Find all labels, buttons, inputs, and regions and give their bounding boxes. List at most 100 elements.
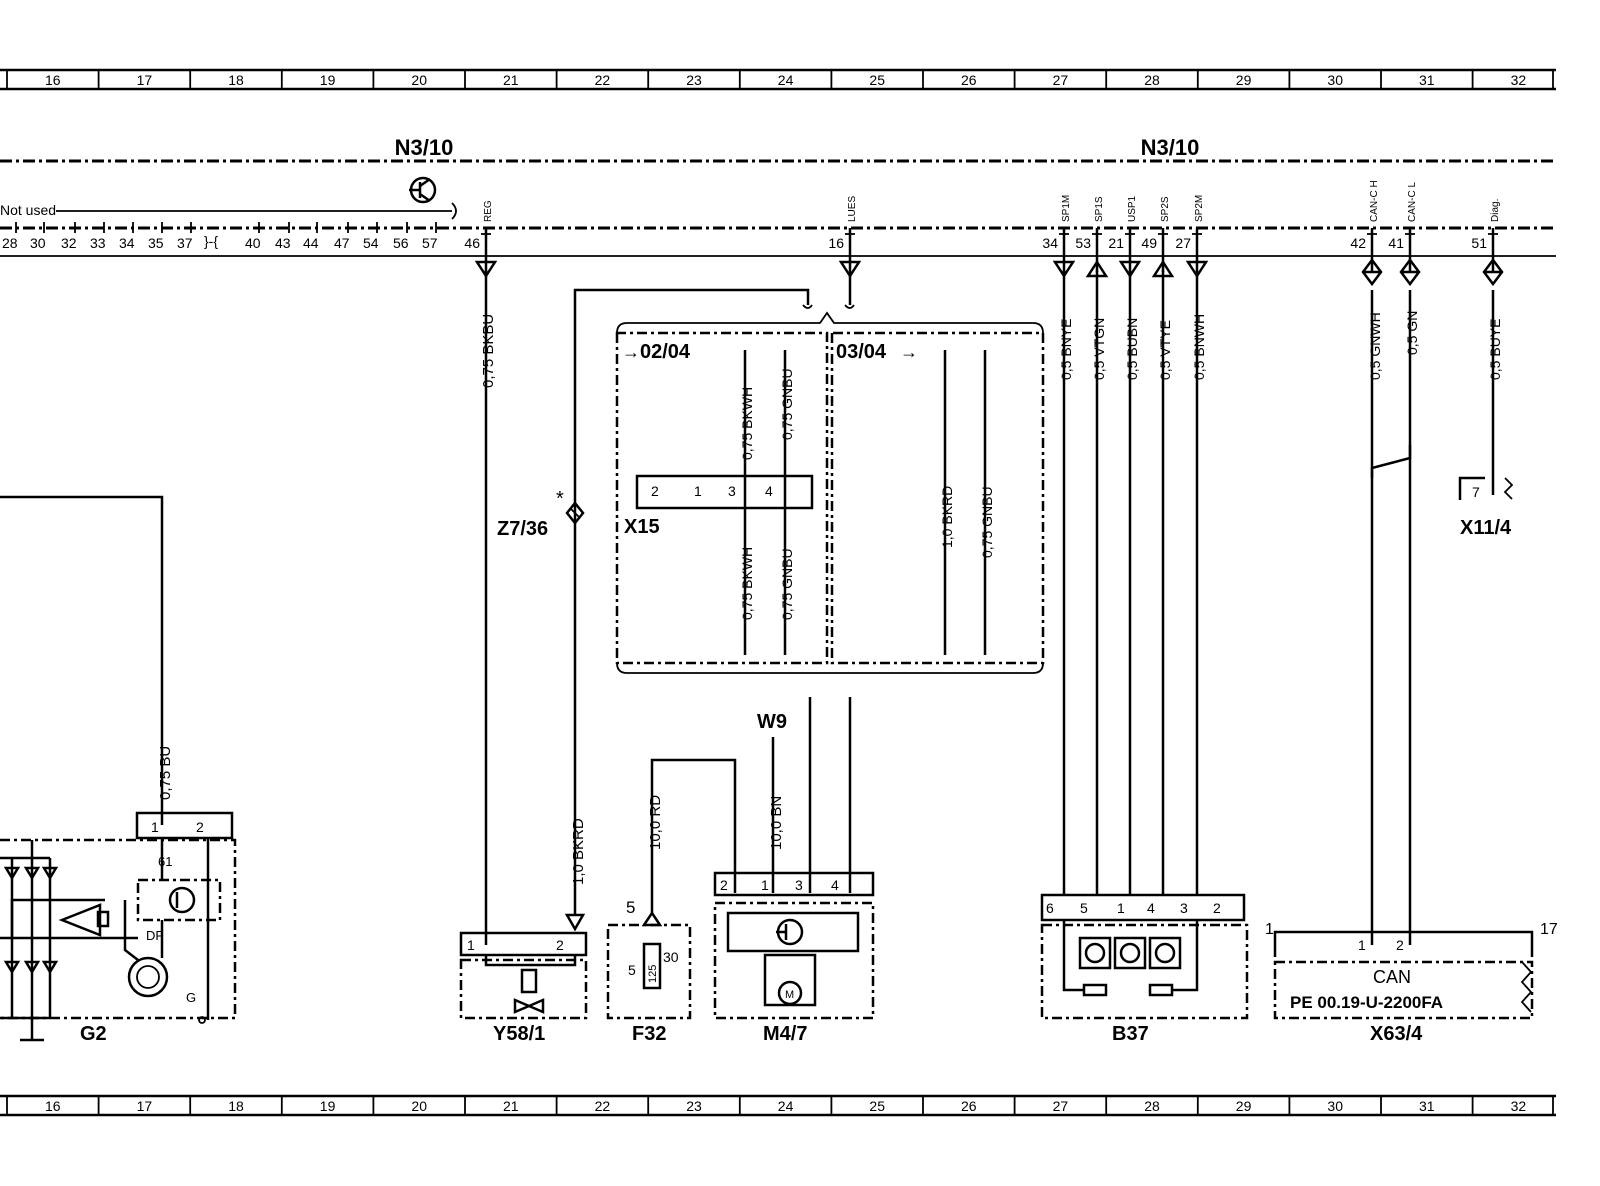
m47-label: M4/7 (763, 1023, 807, 1045)
g2-pin1: 1 (151, 819, 159, 835)
not-used-bracket-end (451, 202, 457, 220)
unused-pin-label: 33 (90, 235, 106, 251)
grid-column-label: 29 (1236, 1098, 1252, 1114)
b37-sensor-icons (1062, 920, 1199, 997)
g2-g: G (186, 990, 196, 1005)
grid-column-label: 25 (869, 1098, 885, 1114)
module-label-left: N3/10 (395, 135, 454, 160)
pin-signal: SP1M (1061, 195, 1072, 222)
grid-column-label: 22 (595, 72, 611, 88)
unused-pin-label: 57 (422, 235, 438, 251)
wire-label-bn10: 10,0 BN (768, 796, 785, 850)
f32-pin5: 5 (628, 962, 636, 978)
m47-pin3: 3 (795, 877, 803, 893)
pin-number: 34 (1042, 235, 1058, 251)
m47-body (713, 901, 875, 1020)
m47-pin1: 1 (761, 877, 769, 893)
f32-pin30: 30 (663, 949, 679, 965)
wire-label-buye: 0,5 BUYE (1487, 319, 1503, 380)
unused-pin-label: 40 (245, 235, 261, 251)
grid-column-label: 26 (961, 72, 977, 88)
grid-column-label: 28 (1144, 72, 1160, 88)
grid-column-label: 24 (778, 1098, 794, 1114)
fuse-icon (642, 942, 662, 990)
connector-pins: 46REG16LUES34SP1M53SP1S21USP149SP2S27SP2… (464, 180, 1504, 287)
transistor-icon (409, 176, 437, 204)
group-brace-bottom (616, 662, 1044, 674)
x634-pin-left: 1 (1265, 921, 1274, 938)
wire-label-gnwh: 0,5 GNWH (1367, 312, 1383, 380)
pin-signal: Diag. (1490, 199, 1501, 222)
motor-icon (777, 980, 803, 1006)
unused-pin-label: 37 (177, 235, 193, 251)
x15-pin1: 1 (694, 483, 702, 499)
m47-connector (713, 871, 875, 897)
b37-label: B37 (1112, 1023, 1149, 1045)
unused-pin-label: 30 (30, 235, 46, 251)
wire-label-bkwh-top: 0,75 BKWH (739, 387, 755, 460)
wire-label-bubn: 0,5 BUBN (1124, 318, 1140, 380)
pin-number: 53 (1075, 235, 1091, 251)
x634-connector (1273, 930, 1534, 957)
grid-column-label: 30 (1327, 1098, 1343, 1114)
b37-pin2: 2 (1213, 900, 1221, 916)
b37-pin6: 6 (1046, 900, 1054, 916)
g2-label: G2 (80, 1023, 107, 1045)
g2-rotor-wire (123, 900, 139, 961)
f32-body (606, 923, 692, 1020)
m47-controller (726, 911, 860, 953)
pin-signal: REG (483, 200, 494, 222)
unused-pin-label: 32 (61, 235, 77, 251)
g2-ground-dot (198, 1016, 206, 1024)
ref-left-arrow: → (622, 342, 640, 362)
pin-signal: CAN-C H (1369, 180, 1380, 222)
valve-icon (513, 998, 545, 1014)
m47-transistor-icon (776, 918, 804, 946)
grid-column-label: 31 (1419, 1098, 1435, 1114)
g2-pin61: 61 (158, 854, 172, 869)
g2-connector (135, 811, 234, 840)
x15-pin3: 3 (728, 483, 736, 499)
motor-m: M (785, 989, 794, 1001)
x15-pin4: 4 (765, 483, 773, 499)
grid-column-label: 28 (1144, 1098, 1160, 1114)
wire-label-vtgn: 0,5 VTGN (1091, 318, 1107, 380)
wire-label-gnbu-bot: 0,75 GNBU (779, 548, 795, 620)
grid-column-label: 21 (503, 1098, 519, 1114)
grid-column-label: 27 (1053, 1098, 1069, 1114)
grid-column-label: 16 (45, 1098, 61, 1114)
grid-column-label: 26 (961, 1098, 977, 1114)
b37-connector (1040, 893, 1246, 922)
unused-pin-label: 44 (303, 235, 319, 251)
y581-connector (459, 931, 588, 957)
ref-right-arrow: → (900, 342, 918, 362)
wire-bu (0, 495, 164, 825)
pin-number: 46 (464, 235, 480, 251)
x634-label: X63/4 (1370, 1023, 1423, 1045)
y581-body (459, 958, 588, 1020)
grid-column-label: 30 (1327, 72, 1343, 88)
wire-label-bkwh-bot: 0,75 BKWH (739, 547, 755, 620)
pin-number: 42 (1350, 235, 1366, 251)
b37-body (1040, 923, 1249, 1020)
unused-pin-label: 28 (2, 235, 18, 251)
pin-number: 51 (1471, 235, 1487, 251)
wire-label-gnbu-right: 0,75 GNBU (979, 486, 995, 558)
wire-rd10 (650, 758, 737, 915)
x15-connector (635, 474, 814, 510)
unused-pin-label: 54 (363, 235, 379, 251)
f32-pin5-top: 5 (626, 898, 635, 917)
f32-arrow (641, 910, 663, 927)
pin-signal: LUES (847, 196, 858, 222)
x114-pin: 7 (1472, 484, 1480, 500)
x634-body (1273, 960, 1534, 1020)
unused-pin-label: 43 (275, 235, 291, 251)
pin-signal: SP1S (1094, 196, 1105, 222)
y581-pin2: 2 (556, 937, 564, 953)
splice-z736 (565, 500, 585, 526)
x114-connector (1458, 476, 1485, 500)
grid-column-label: 20 (411, 72, 427, 88)
unused-pin-label: 56 (393, 235, 409, 251)
group-brace-top (616, 311, 1044, 334)
